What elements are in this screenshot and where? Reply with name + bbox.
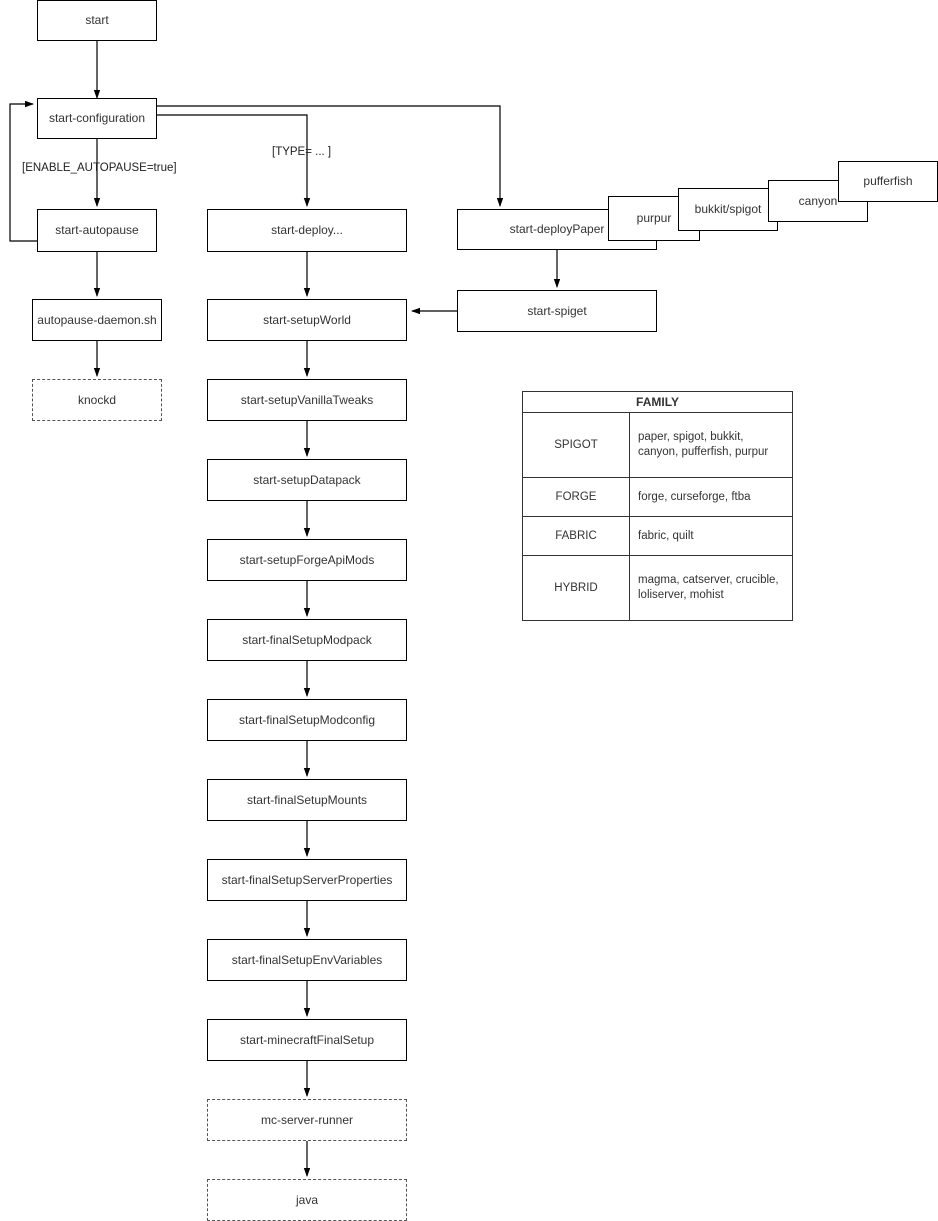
legend-row: HYBRID magma, catserver, crucible, lolis…	[523, 555, 792, 620]
legend-row: FABRIC fabric, quilt	[523, 516, 792, 557]
node-pufferfish[interactable]: pufferfish	[838, 161, 938, 202]
node-java[interactable]: java	[207, 1179, 407, 1221]
legend-header: FAMILY	[523, 392, 792, 413]
legend-row: FORGE forge, curseforge, ftba	[523, 477, 792, 518]
node-start-finalSetupModpack[interactable]: start-finalSetupModpack	[207, 619, 407, 661]
node-start-setupWorld[interactable]: start-setupWorld	[207, 299, 407, 341]
legend-family-members: fabric, quilt	[629, 516, 792, 557]
node-mc-server-runner[interactable]: mc-server-runner	[207, 1099, 407, 1141]
edge-label-type: [TYPE= ... ]	[272, 146, 332, 158]
node-start-setupVanillaTweaks[interactable]: start-setupVanillaTweaks	[207, 379, 407, 421]
node-start-setupDatapack[interactable]: start-setupDatapack	[207, 459, 407, 501]
legend-family-name: HYBRID	[523, 555, 630, 620]
legend-family-name: FABRIC	[523, 516, 630, 557]
family-legend-table: FAMILY SPIGOT paper, spigot, bukkit, can…	[522, 391, 793, 621]
node-start-finalSetupModconfig[interactable]: start-finalSetupModconfig	[207, 699, 407, 741]
node-knockd[interactable]: knockd	[32, 379, 162, 421]
node-autopause-daemon-sh[interactable]: autopause-daemon.sh	[32, 299, 162, 341]
legend-family-members: forge, curseforge, ftba	[629, 477, 792, 518]
legend-family-name: FORGE	[523, 477, 630, 518]
legend-family-members: magma, catserver, crucible, loliserver, …	[629, 555, 792, 620]
node-start-spiget[interactable]: start-spiget	[457, 290, 657, 332]
legend-row: SPIGOT paper, spigot, bukkit, canyon, pu…	[523, 411, 792, 479]
node-start-finalSetupEnvVariables[interactable]: start-finalSetupEnvVariables	[207, 939, 407, 981]
node-start-setupForgeApiMods[interactable]: start-setupForgeApiMods	[207, 539, 407, 581]
edge-configuration-to-deploy	[157, 114, 311, 207]
node-start-finalSetupServerProperties[interactable]: start-finalSetupServerProperties	[207, 859, 407, 901]
node-start-finalSetupMounts[interactable]: start-finalSetupMounts	[207, 779, 407, 821]
legend-family-members: paper, spigot, bukkit, canyon, pufferfis…	[629, 411, 792, 479]
node-start[interactable]: start	[37, 0, 157, 41]
node-bukkit-spigot[interactable]: bukkit/spigot	[678, 188, 778, 231]
node-start-configuration[interactable]: start-configuration	[37, 98, 157, 139]
node-start-deploy[interactable]: start-deploy...	[207, 209, 407, 252]
node-start-minecraftFinalSetup[interactable]: start-minecraftFinalSetup	[207, 1019, 407, 1061]
node-start-autopause[interactable]: start-autopause	[37, 209, 157, 252]
legend-family-name: SPIGOT	[523, 411, 630, 479]
edge-label-enable-autopause: [ENABLE_AUTOPAUSE=true]	[22, 162, 177, 174]
